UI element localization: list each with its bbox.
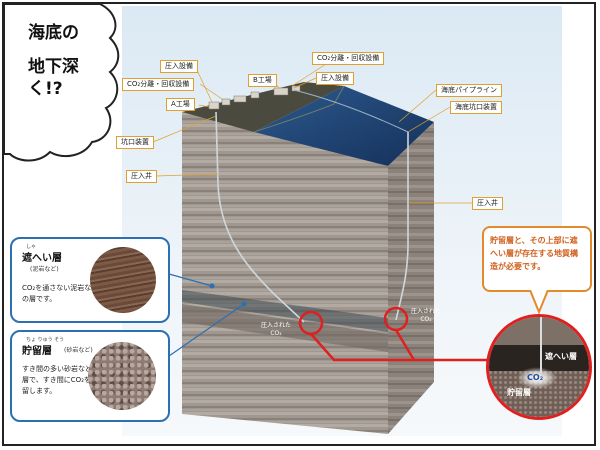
zoom-upper-rock (489, 317, 589, 345)
label-co2-separation-2: CO₂分離・回収設備 (312, 52, 385, 65)
label-injection-well-right: 圧入井 (472, 197, 503, 210)
label-injection-facility-2: 圧入設備 (316, 72, 354, 85)
reservoir-ruby: ちょ りゅう そう (26, 337, 65, 343)
zoom-label-co2: CO₂ (527, 373, 544, 382)
zoom-label-reservoir: 貯留層 (507, 388, 531, 397)
zoom-detail-circle: 遮へい層 CO₂ 貯留層 (486, 314, 592, 420)
caprock-panel: しゃ 遮へい層 (泥岩など) CO₂を通さない泥岩などの層です。 (10, 237, 170, 323)
caprock-subtitle: (泥岩など) (30, 266, 59, 273)
block-front-face (182, 112, 388, 434)
label-co2-separation-1: CO₂分離・回収設備 (122, 78, 195, 91)
block-side-face (388, 122, 434, 434)
zoom-well (540, 317, 542, 373)
reservoir-description: すき間の多い砂岩などの層で、すき間にCO₂を貯留します。 (22, 365, 99, 395)
geology-requirement-callout: 貯留層と、その上部に遮へい層が存在する地質構造が必要です。 (482, 226, 592, 292)
speech-line-1: 海底の (28, 23, 79, 43)
label-wellhead: 坑口装置 (116, 136, 154, 149)
callout-pointer (529, 290, 549, 315)
connector-line (310, 333, 490, 362)
label-plant-b: B工場 (248, 74, 277, 87)
speech-bubble-shape (4, 4, 120, 162)
label-injected-co2-right: 圧入された CO₂ (410, 308, 441, 323)
land-surface (182, 82, 344, 132)
caprock-description: CO₂を通さない泥岩などの層です。 (22, 284, 99, 303)
zoom-co2-glow (517, 367, 557, 389)
speech-line-2: 地下深く!? (28, 57, 79, 99)
label-injection-facility-1: 圧入設備 (160, 60, 198, 73)
reservoir-subtitle: (砂岩など) (64, 347, 93, 354)
caprock-title: 遮へい層 (22, 253, 62, 264)
reservoir-connector (168, 303, 245, 357)
sea-surface (254, 86, 434, 166)
label-injected-co2-left: 圧入された CO₂ (260, 322, 291, 337)
zoom-label-caprock: 遮へい層 (545, 352, 577, 361)
reservoir-layer (182, 304, 388, 352)
injection-well-right (395, 132, 409, 321)
injection-well-left (215, 111, 305, 323)
seabed-slope (253, 85, 345, 133)
caprock-layer (182, 290, 388, 332)
illustration-frame: 海底の 地下深く!? 圧入設備 CO₂分離・回収設備 A工場 B工場 CO₂分離… (2, 2, 596, 446)
reservoir-dot (241, 301, 247, 307)
label-seabed-pipeline: 海底パイプライン (436, 84, 502, 97)
caprock-connector (168, 273, 213, 287)
reservoir-panel: ちょ りゅう そう 貯留層 (砂岩など) すき間の多い砂岩などの層で、すき間にC… (10, 330, 170, 422)
zoom-caprock-band (489, 345, 589, 371)
caprock-ruby: しゃ (26, 244, 37, 250)
label-plant-a: A工場 (166, 98, 195, 111)
label-seabed-wellhead: 海底坑口装置 (450, 101, 502, 114)
caprock-texture (90, 247, 156, 313)
plant-buildings (208, 85, 301, 110)
reservoir-texture (88, 342, 156, 410)
label-injection-well-left: 圧入井 (126, 170, 157, 183)
seabed-pipeline (293, 89, 409, 133)
geology-block-diagram (152, 63, 490, 434)
connector-line-right (394, 329, 416, 361)
caprock-dot (209, 283, 215, 289)
reservoir-title: 貯留層 (22, 346, 52, 357)
